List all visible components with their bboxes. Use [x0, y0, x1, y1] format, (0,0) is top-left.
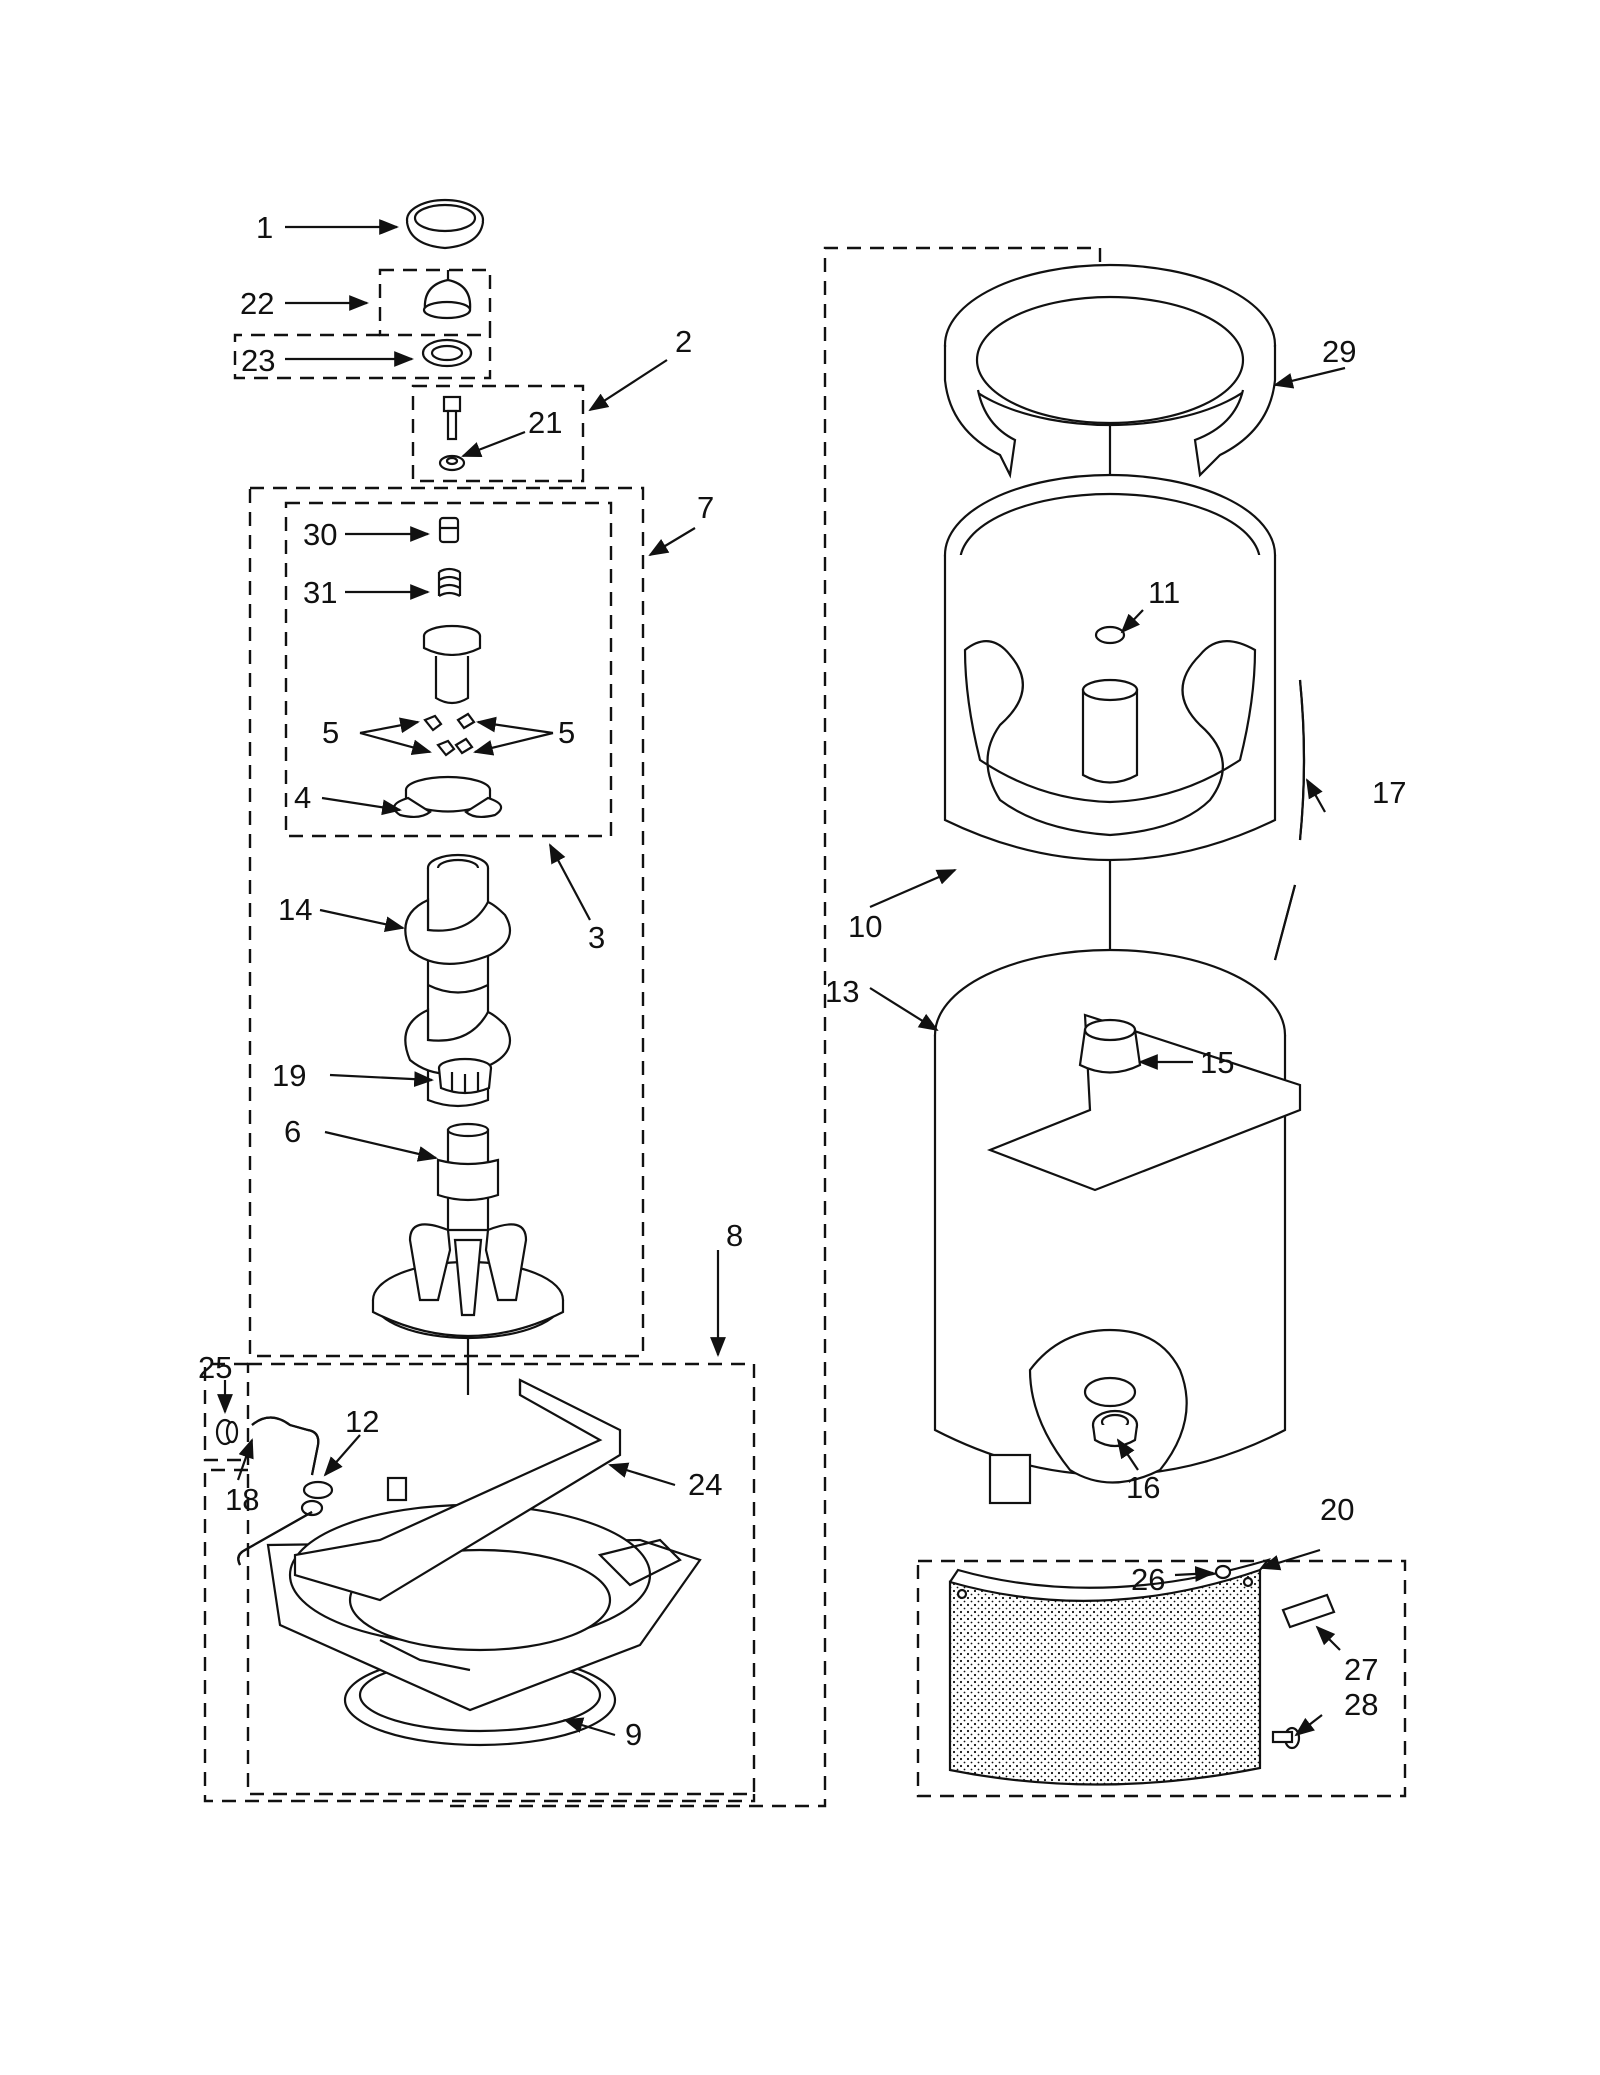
callout-9: 9 [625, 1717, 642, 1752]
part-17-tube [1273, 679, 1306, 961]
callout-4: 4 [294, 780, 311, 815]
box-7 [248, 486, 645, 1358]
callout-22: 22 [240, 286, 274, 321]
part-20-panel [948, 1557, 1272, 1786]
callout-12: 12 [345, 1404, 379, 1439]
part-14-auger [404, 853, 512, 1108]
callout-18: 18 [225, 1482, 259, 1517]
callout-15: 15 [1200, 1045, 1234, 1080]
callout-30: 30 [303, 517, 337, 552]
callout-10: 10 [848, 909, 882, 944]
callout-5-left: 5 [322, 715, 339, 750]
part-23-seal-ring [421, 338, 473, 368]
callout-27: 27 [1344, 1652, 1378, 1687]
part-1-cap [405, 198, 485, 250]
callout-28: 28 [1344, 1687, 1378, 1722]
part-4-cam-ring [393, 775, 503, 819]
callout-3: 3 [588, 920, 605, 955]
callout-13: 13 [825, 974, 859, 1009]
part-30-cam [438, 516, 460, 544]
callout-17: 17 [1372, 775, 1406, 810]
part-24-brace [293, 1378, 622, 1602]
part-5-dogs [423, 712, 476, 757]
callout-8: 8 [726, 1218, 743, 1253]
callout-16: 16 [1126, 1470, 1160, 1505]
callout-24: 24 [688, 1467, 722, 1502]
callout-26: 26 [1131, 1562, 1165, 1597]
callout-20: 20 [1320, 1492, 1354, 1527]
part-26-washer [1214, 1564, 1232, 1580]
callout-19: 19 [272, 1058, 306, 1093]
callout-31: 31 [303, 575, 337, 610]
box-3 [284, 501, 613, 838]
callout-23: 23 [241, 343, 275, 378]
part-18-hose [237, 1416, 320, 1566]
part-25-clip [215, 1418, 239, 1446]
callout-2: 2 [675, 324, 692, 359]
part-dog-housing [422, 624, 482, 705]
part-6-agitator-base [371, 1122, 565, 1340]
leader-arrows [217, 219, 1346, 1737]
part-22-cap-insert [422, 270, 472, 320]
callout-11: 11 [1148, 575, 1180, 610]
callout-6: 6 [284, 1114, 301, 1149]
part-15-seal [1078, 1018, 1142, 1074]
callout-7: 7 [697, 490, 714, 525]
part-27-plate [1281, 1593, 1336, 1629]
box-18 [203, 1468, 756, 1803]
part-31-spring [437, 567, 462, 597]
callout-25: 25 [198, 1350, 232, 1385]
box-23 [233, 333, 492, 380]
box-main-tub [450, 246, 1102, 1808]
callout-1: 1 [256, 210, 273, 245]
box-2 [411, 384, 585, 483]
part-29-balance-ring [943, 263, 1277, 479]
callout-5-right: 5 [558, 715, 575, 750]
callout-21: 21 [528, 405, 562, 440]
box-20 [916, 1559, 1407, 1798]
part-19-bearing [437, 1057, 493, 1095]
callout-14: 14 [278, 892, 312, 927]
group-boxes [203, 246, 1407, 1808]
part-10-basket [943, 473, 1277, 861]
part-16-grommet [1091, 1409, 1139, 1448]
callout-29: 29 [1322, 334, 1356, 369]
box-22 [378, 268, 492, 337]
callout-labels: 1 22 23 2 21 7 30 31 5 5 4 3 14 19 6 8 2… [198, 210, 1406, 1752]
part-21-bolt [438, 395, 466, 472]
part-12-clamp [300, 1480, 334, 1517]
part-28-screw [1271, 1726, 1301, 1750]
box-8 [246, 1362, 756, 1796]
